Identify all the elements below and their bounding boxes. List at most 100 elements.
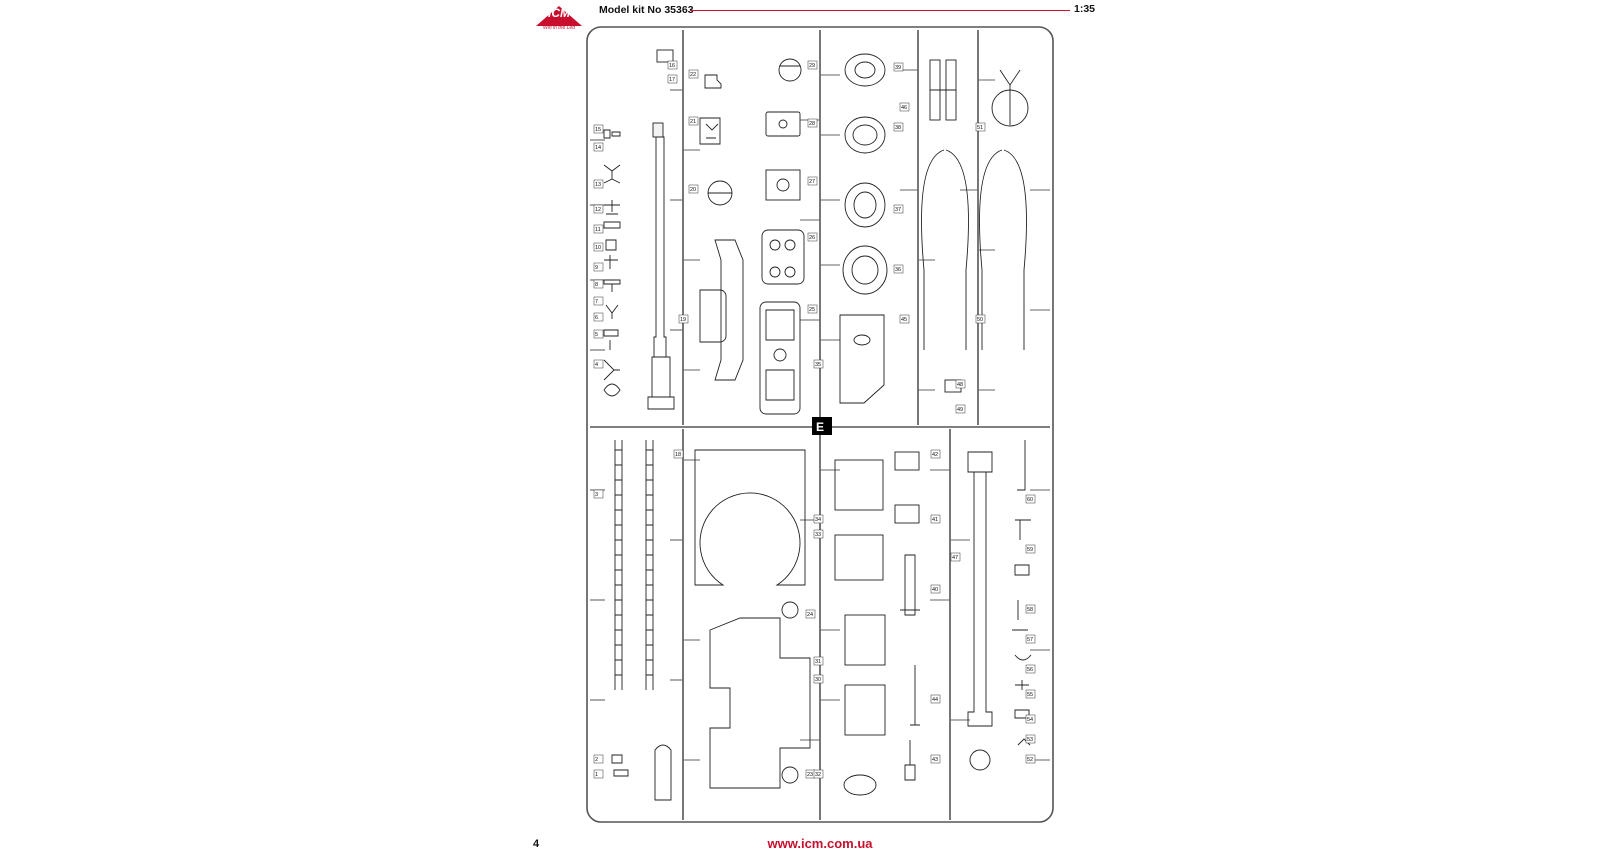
svg-text:11: 11 bbox=[595, 227, 601, 233]
part-number-32: 32 bbox=[813, 769, 824, 779]
svg-text:6: 6 bbox=[595, 315, 598, 321]
svg-text:28: 28 bbox=[809, 121, 815, 127]
svg-text:56: 56 bbox=[1027, 667, 1033, 673]
svg-text:37: 37 bbox=[895, 207, 901, 213]
svg-text:32: 32 bbox=[815, 772, 821, 778]
part-number-25: 25 bbox=[807, 304, 818, 314]
part-number-49: 49 bbox=[955, 404, 966, 414]
svg-text:42: 42 bbox=[932, 452, 938, 458]
svg-text:30: 30 bbox=[815, 677, 821, 683]
part-number-51: 51 bbox=[975, 122, 986, 132]
part-number-26: 26 bbox=[807, 232, 818, 242]
svg-text:29: 29 bbox=[809, 63, 815, 69]
part-number-58: 58 bbox=[1025, 604, 1036, 614]
part-number-36: 36 bbox=[893, 264, 904, 274]
part-number-35: 35 bbox=[813, 359, 824, 369]
svg-text:60: 60 bbox=[1027, 497, 1033, 503]
brand-name: ICM bbox=[548, 6, 570, 20]
part-number-39: 39 bbox=[893, 62, 904, 72]
svg-text:46: 46 bbox=[901, 105, 907, 111]
svg-text:57: 57 bbox=[1027, 637, 1033, 643]
svg-text:1: 1 bbox=[595, 772, 598, 778]
part-number-50: 50 bbox=[975, 314, 986, 324]
part-number-44: 44 bbox=[930, 694, 941, 704]
part-number-22: 22 bbox=[688, 69, 699, 79]
part-number-37: 37 bbox=[893, 204, 904, 214]
svg-text:41: 41 bbox=[932, 517, 938, 523]
svg-text:21: 21 bbox=[690, 119, 696, 125]
part-number-18: 18 bbox=[673, 449, 684, 459]
svg-text:18: 18 bbox=[675, 452, 681, 458]
part-number-5: 5 bbox=[593, 329, 604, 339]
part-number-27: 27 bbox=[807, 176, 818, 186]
svg-text:48: 48 bbox=[957, 382, 963, 388]
part-number-3: 3 bbox=[593, 489, 604, 499]
svg-text:23: 23 bbox=[807, 772, 813, 778]
svg-text:53: 53 bbox=[1027, 737, 1033, 743]
svg-text:50: 50 bbox=[977, 317, 983, 323]
part-number-54: 54 bbox=[1025, 714, 1036, 724]
part-number-15: 15 bbox=[593, 124, 604, 134]
part-number-16: 16 bbox=[667, 60, 678, 70]
part-number-48: 48 bbox=[955, 379, 966, 389]
part-number-17: 17 bbox=[667, 74, 678, 84]
part-number-21: 21 bbox=[688, 116, 699, 126]
svg-text:7: 7 bbox=[595, 299, 598, 305]
part-number-10: 10 bbox=[593, 242, 604, 252]
part-number-23: 23 bbox=[805, 769, 816, 779]
svg-text:51: 51 bbox=[977, 125, 983, 131]
svg-text:47: 47 bbox=[952, 555, 958, 561]
part-number-52: 52 bbox=[1025, 754, 1036, 764]
part-number-20: 20 bbox=[688, 184, 699, 194]
model-kit-number: Model kit No 35363 bbox=[599, 4, 694, 16]
part-number-24: 24 bbox=[805, 609, 816, 619]
svg-text:5: 5 bbox=[595, 332, 598, 338]
part-number-45: 45 bbox=[899, 314, 910, 324]
svg-text:26: 26 bbox=[809, 235, 815, 241]
svg-text:12: 12 bbox=[595, 207, 601, 213]
part-number-40: 40 bbox=[930, 584, 941, 594]
part-number-6: 6 bbox=[593, 312, 604, 322]
svg-text:24: 24 bbox=[807, 612, 813, 618]
svg-text:55: 55 bbox=[1027, 692, 1033, 698]
website-url: www.icm.com.ua bbox=[767, 836, 873, 851]
part-number-4: 4 bbox=[593, 359, 604, 369]
svg-text:16: 16 bbox=[669, 63, 675, 69]
part-number-labels: 1234567891011121314151617181920212223242… bbox=[593, 60, 1036, 779]
part-number-28: 28 bbox=[807, 118, 818, 128]
svg-text:33: 33 bbox=[815, 532, 821, 538]
svg-text:52: 52 bbox=[1027, 757, 1033, 763]
part-number-59: 59 bbox=[1025, 544, 1036, 554]
svg-text:49: 49 bbox=[957, 407, 963, 413]
part-number-19: 19 bbox=[678, 314, 689, 324]
header-rule bbox=[690, 10, 1070, 11]
part-number-43: 43 bbox=[930, 754, 941, 764]
part-number-34: 34 bbox=[813, 514, 824, 524]
brand-tagline: Win in the Led bbox=[543, 25, 575, 31]
svg-text:9: 9 bbox=[595, 265, 598, 271]
part-number-56: 56 bbox=[1025, 664, 1036, 674]
svg-text:13: 13 bbox=[595, 182, 601, 188]
svg-text:14: 14 bbox=[595, 145, 601, 151]
icm-logo bbox=[536, 6, 582, 26]
svg-text:31: 31 bbox=[815, 659, 821, 665]
part-number-57: 57 bbox=[1025, 634, 1036, 644]
svg-text:40: 40 bbox=[932, 587, 938, 593]
svg-text:54: 54 bbox=[1027, 717, 1033, 723]
part-number-41: 41 bbox=[930, 514, 941, 524]
svg-text:15: 15 bbox=[595, 127, 601, 133]
part-number-53: 53 bbox=[1025, 734, 1036, 744]
page-number: 4 bbox=[533, 838, 540, 850]
sprue-letter-badge: E bbox=[812, 417, 832, 435]
svg-text:3: 3 bbox=[595, 492, 598, 498]
part-number-1: 1 bbox=[593, 769, 604, 779]
svg-text:10: 10 bbox=[595, 245, 601, 251]
gun-barrel-part bbox=[647, 49, 675, 410]
part-number-2: 2 bbox=[593, 754, 604, 764]
svg-text:25: 25 bbox=[809, 307, 815, 313]
svg-text:43: 43 bbox=[932, 757, 938, 763]
svg-text:22: 22 bbox=[690, 72, 696, 78]
svg-text:27: 27 bbox=[809, 179, 815, 185]
svg-text:59: 59 bbox=[1027, 547, 1033, 553]
part-number-29: 29 bbox=[807, 60, 818, 70]
